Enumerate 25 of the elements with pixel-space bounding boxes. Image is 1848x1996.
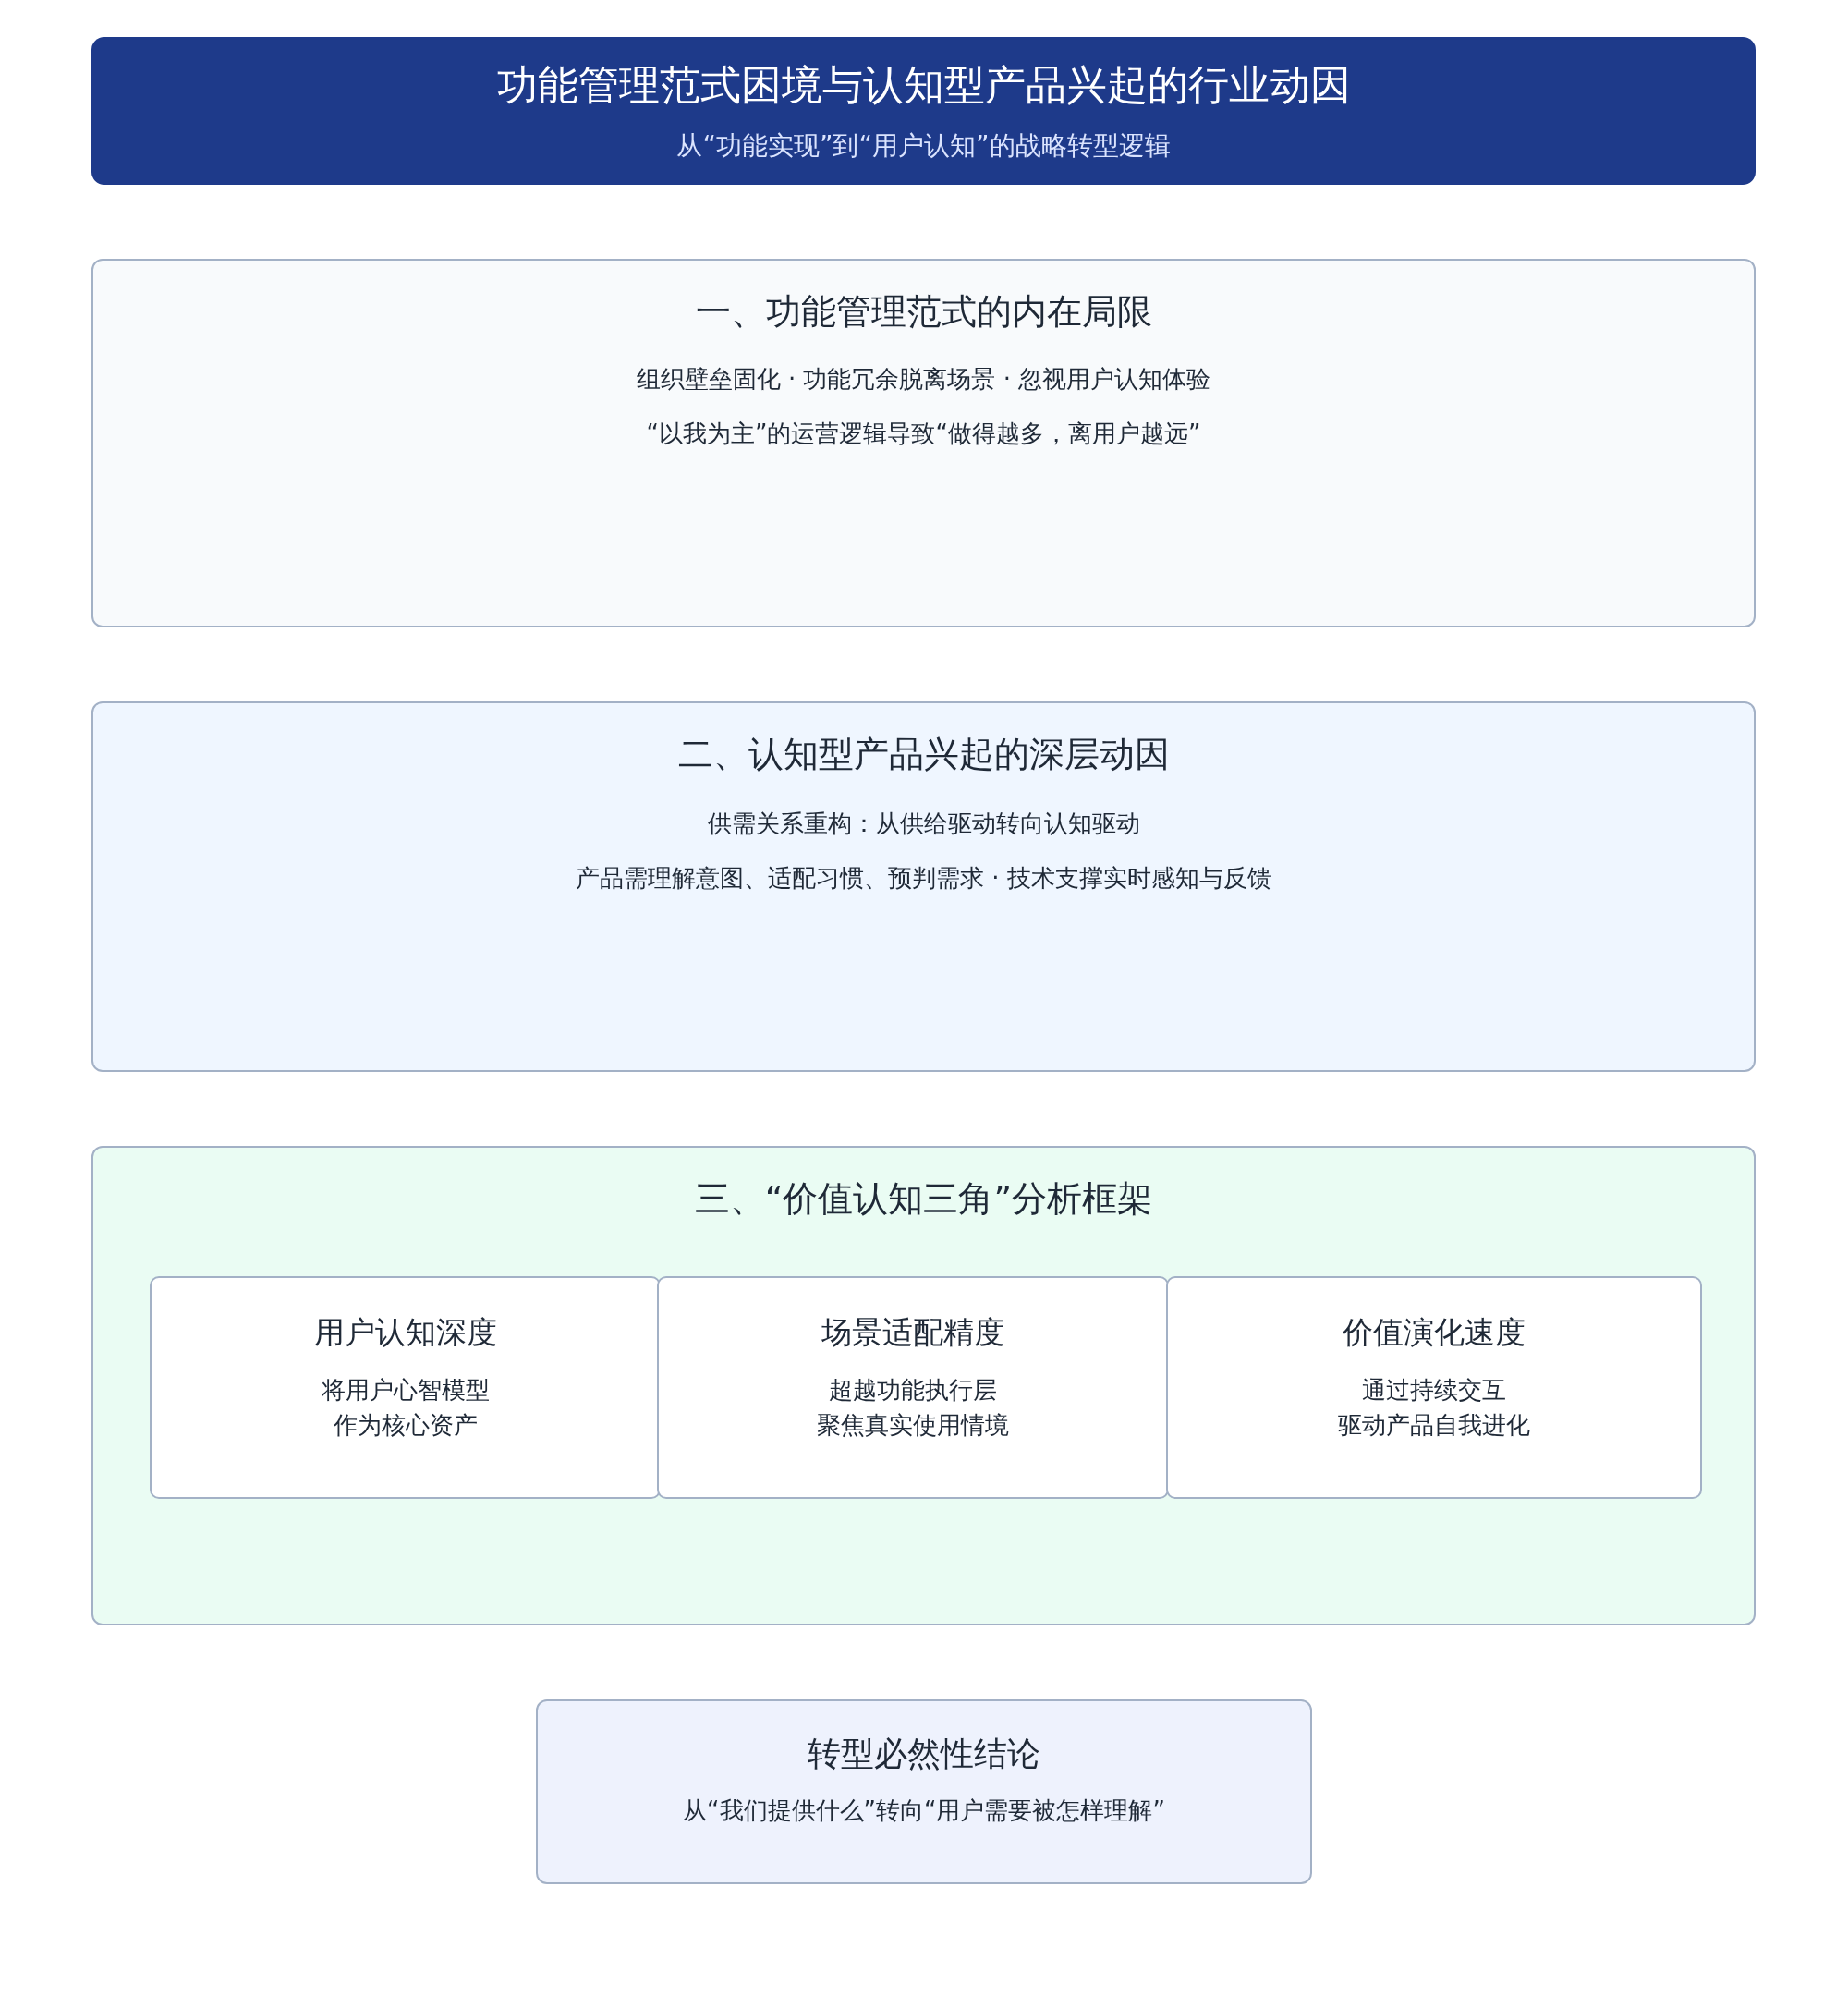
section-panel bbox=[91, 701, 1756, 1072]
framework-card bbox=[1166, 1276, 1702, 1499]
conclusion-heading: 转型必然性结论 bbox=[807, 1733, 1041, 1774]
title-text: 功能管理范式困境与认知型产品兴起的行业动因 bbox=[495, 60, 1352, 111]
card-heading: 价值演化速度 bbox=[1342, 1313, 1526, 1353]
card-body-text: 将用户心智模型作为核心资产 bbox=[321, 1375, 490, 1441]
section-panel bbox=[91, 259, 1756, 627]
card-heading: 用户认知深度 bbox=[312, 1313, 498, 1353]
card-body-text: 超越功能执行层聚焦真实使用情境 bbox=[817, 1375, 1009, 1441]
body-text: 组织壁垒固化 · 功能冗余脱离场景 · 忽视用户认知体验 bbox=[635, 364, 1212, 396]
section-heading: 一、功能管理范式的内在局限 bbox=[694, 290, 1153, 335]
conclusion-box bbox=[536, 1699, 1312, 1884]
section-panel bbox=[91, 1146, 1756, 1625]
section-heading: 二、认知型产品兴起的深层动因 bbox=[676, 733, 1171, 777]
subtitle-text: 从“功能实现”到“用户认知”的战略转型逻辑 bbox=[675, 128, 1172, 163]
framework-card bbox=[657, 1276, 1169, 1499]
body-text: “以我为主”的运营逻辑导致“做得越多，离用户越远” bbox=[645, 419, 1202, 450]
card-body-text: 通过持续交互驱动产品自我进化 bbox=[1338, 1375, 1530, 1441]
body-text: 供需关系重构：从供给驱动转向认知驱动 bbox=[706, 809, 1141, 840]
framework-card bbox=[150, 1276, 661, 1499]
header-banner bbox=[91, 37, 1756, 185]
body-text: 从“我们提供什么”转向“用户需要被怎样理解” bbox=[682, 1795, 1166, 1827]
body-text: 产品需理解意图、适配习惯、预判需求 · 技术支撑实时感知与反馈 bbox=[575, 863, 1272, 895]
section-heading: 三、“价值认知三角”分析框架 bbox=[693, 1177, 1154, 1222]
card-heading: 场景适配精度 bbox=[821, 1313, 1005, 1353]
